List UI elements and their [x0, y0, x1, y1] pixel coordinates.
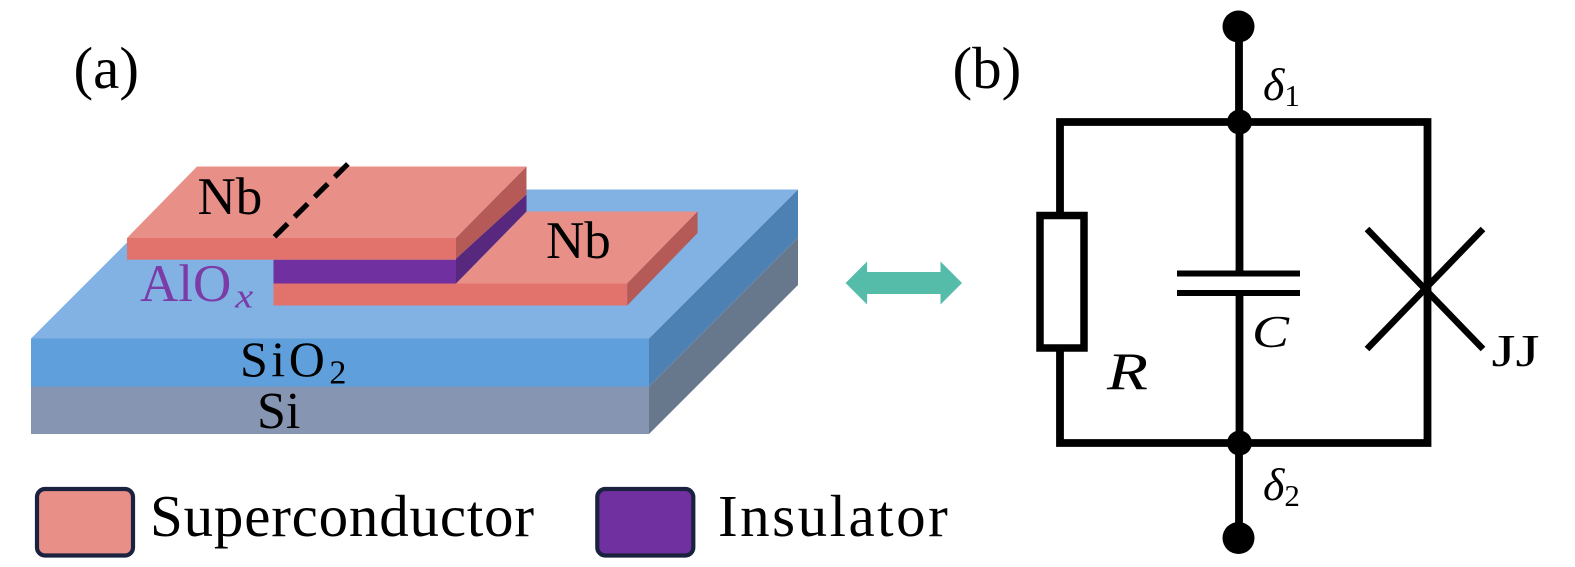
svg-text:(b): (b) [953, 35, 1022, 101]
svg-text:R: R [1106, 343, 1148, 401]
svg-text:SiO2: SiO2 [240, 331, 350, 392]
svg-text:Nb: Nb [198, 168, 263, 226]
svg-text:Nb: Nb [546, 212, 611, 270]
svg-text:Insulator: Insulator [718, 483, 950, 549]
svg-text:Superconductor: Superconductor [150, 483, 535, 549]
svg-text:Si: Si [257, 383, 300, 440]
svg-text:(a): (a) [74, 35, 139, 101]
svg-text:C: C [1252, 306, 1291, 357]
svg-text:δ1: δ1 [1263, 59, 1300, 113]
svg-text:JJ: JJ [1492, 326, 1540, 376]
svg-text:δ2: δ2 [1263, 459, 1300, 513]
